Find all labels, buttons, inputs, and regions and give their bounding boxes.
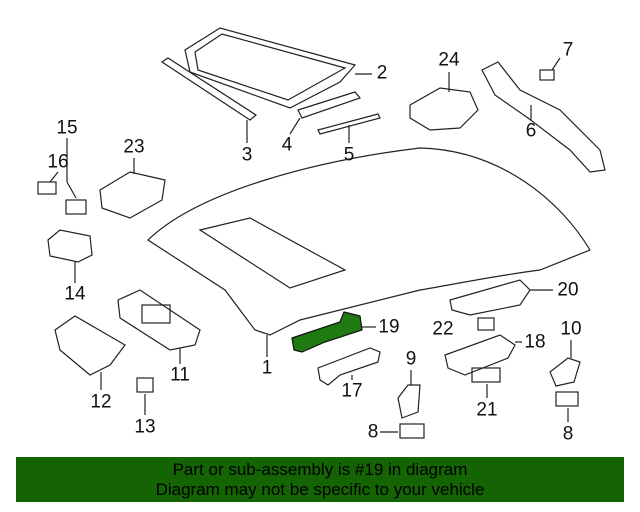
callout-13: 13 bbox=[134, 416, 156, 438]
callout-3: 3 bbox=[241, 144, 253, 166]
part-14-holder bbox=[47, 229, 93, 283]
part-11-visor bbox=[117, 289, 201, 364]
callout-10: 10 bbox=[560, 318, 582, 340]
callout-18: 18 bbox=[524, 331, 546, 353]
banner-line-1: Part or sub-assembly is #19 in diagram bbox=[172, 460, 468, 479]
part-21-cover bbox=[471, 367, 501, 398]
part-8-cover-left bbox=[380, 423, 425, 439]
callout-8-right: 8 bbox=[562, 423, 574, 445]
callout-15: 15 bbox=[56, 117, 78, 139]
callout-6: 6 bbox=[525, 120, 537, 142]
part-12-visor bbox=[54, 315, 126, 390]
part-22-clip bbox=[477, 317, 495, 331]
callout-12: 12 bbox=[90, 391, 112, 413]
callout-7: 7 bbox=[562, 39, 574, 61]
callout-24: 24 bbox=[438, 49, 460, 71]
callout-23: 23 bbox=[123, 136, 145, 158]
callout-22: 22 bbox=[432, 318, 454, 340]
part-17-handle bbox=[317, 347, 381, 386]
part-5-trim bbox=[317, 113, 381, 143]
info-banner: Part or sub-assembly is #19 in diagram D… bbox=[16, 457, 624, 502]
callout-14: 14 bbox=[64, 283, 86, 305]
part-8-cover-right bbox=[555, 391, 579, 422]
callout-5: 5 bbox=[343, 144, 355, 166]
callout-16: 16 bbox=[47, 151, 69, 173]
callout-17: 17 bbox=[341, 380, 363, 402]
part-1-headliner bbox=[147, 147, 591, 357]
part-10-mount bbox=[549, 340, 581, 387]
part-3-strip bbox=[160, 57, 258, 143]
callout-21: 21 bbox=[476, 399, 498, 421]
part-7-clip bbox=[539, 57, 561, 81]
part-20-bracket bbox=[449, 279, 553, 316]
part-9-mount bbox=[397, 370, 421, 419]
callout-11: 11 bbox=[170, 364, 190, 386]
part-23-lamp bbox=[99, 158, 166, 219]
callout-2: 2 bbox=[376, 62, 388, 84]
banner-line-2: Diagram may not be specific to your vehi… bbox=[155, 480, 485, 499]
part-4-trim bbox=[289, 91, 362, 135]
part-6-rail bbox=[481, 61, 606, 173]
callout-19: 19 bbox=[378, 316, 400, 338]
part-24-cover bbox=[409, 72, 479, 131]
callout-8-left: 8 bbox=[367, 421, 379, 443]
callout-20: 20 bbox=[557, 279, 579, 301]
callout-9: 9 bbox=[405, 348, 417, 370]
part-13-clip bbox=[136, 377, 154, 415]
callout-1: 1 bbox=[261, 357, 273, 379]
part-15-16-bulbs bbox=[37, 138, 87, 215]
part-18-handle bbox=[444, 334, 522, 376]
part-19-grab-handle bbox=[291, 311, 376, 353]
callout-4: 4 bbox=[281, 134, 293, 156]
